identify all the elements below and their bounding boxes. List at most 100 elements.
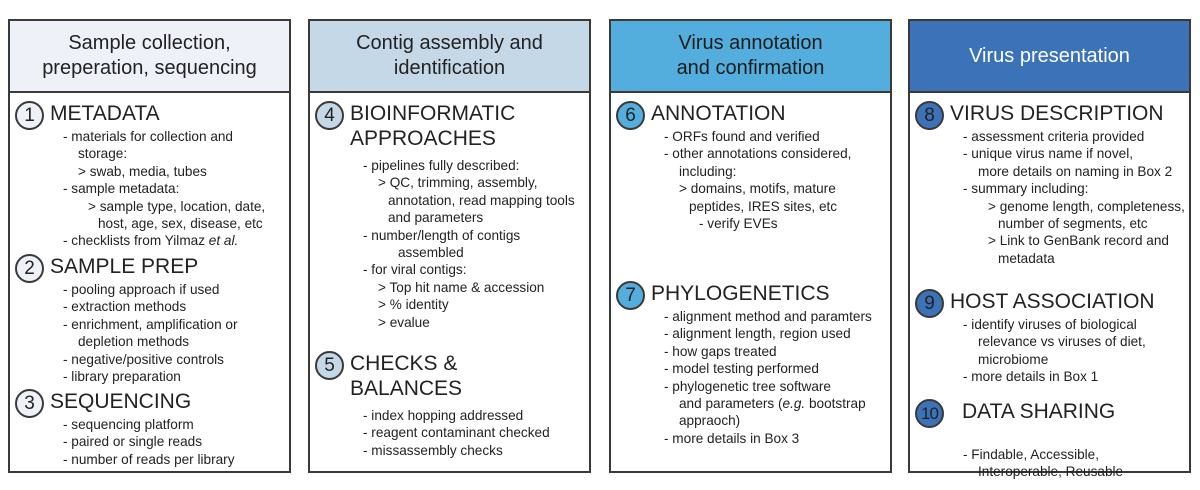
step-section: 6 ANNOTATION - ORFs found and verified - ot… xyxy=(611,101,890,231)
step-item-line: number of segments, etc xyxy=(998,216,1148,231)
step-item-line: Interoperable, Reusable xyxy=(978,464,1124,480)
step-item-line: - pooling approach if used xyxy=(63,282,220,297)
column-4: Virus presentation 8 VIRUS DESCRIPTION - as… xyxy=(908,19,1191,479)
step-item-line: - alignment length, region used xyxy=(664,326,851,342)
step-item-line: - assessment criteria provided xyxy=(963,129,1145,144)
step-title-row: 3 SEQUENCING xyxy=(10,389,289,419)
column-3: Virus annotation and confirmation 6 ANNOTA… xyxy=(609,19,892,473)
step-item-line: > swab, media, tubes xyxy=(78,163,207,179)
step-item-line: including: xyxy=(679,163,737,179)
column-header-label: Contig assembly and identification xyxy=(356,32,543,79)
step-number-badge: 7 xyxy=(616,281,645,310)
step-item-line: - summary including: xyxy=(963,181,1089,197)
step-title: METADATA xyxy=(50,102,160,125)
step-title: VIRUS DESCRIPTION xyxy=(950,102,1164,125)
step-item-line: - unique virus name if novel, xyxy=(963,146,1134,162)
step-item-line: - paired or single reads xyxy=(63,434,203,450)
step-item-line: microbiome xyxy=(978,351,1049,367)
step-title: DATA SHARING xyxy=(962,400,1116,423)
step-item-line: relevance vs viruses of diet, xyxy=(978,334,1146,350)
step-title: PHYLOGENETICS xyxy=(651,282,830,305)
step-item-line: > % identity xyxy=(378,297,449,313)
step-title: CHECKS & BALANCES xyxy=(350,352,463,400)
step-title-row: 2 SAMPLE PREP xyxy=(10,254,289,284)
step-item-line: > QC, trimming, assembly, xyxy=(378,175,538,191)
step-item-line: - more details in Box 3 xyxy=(664,430,800,446)
step-item-line: - verify EVEs xyxy=(699,216,778,231)
step-number-badge: 6 xyxy=(616,101,645,130)
column-header: Virus annotation and confirmation xyxy=(611,21,890,93)
step-title-row: 6 ANNOTATION xyxy=(611,101,890,131)
italic-text: et al. xyxy=(208,233,239,249)
step-item-line: host, age, sex, disease, etc xyxy=(98,216,263,231)
column-header-label: Virus presentation xyxy=(969,44,1130,67)
step-section: 3 SEQUENCING - sequencing platform - paired… xyxy=(10,389,289,467)
italic-text: e.g. xyxy=(782,396,806,411)
step-section: 2 SAMPLE PREP - pooling approach if used - … xyxy=(10,254,289,384)
step-item-line: > domains, motifs, mature xyxy=(679,181,836,197)
step-item-line: - other annotations considered, xyxy=(664,146,852,162)
step-number-badge: 3 xyxy=(15,389,44,418)
step-item-line: - ORFs found and verified xyxy=(664,129,820,144)
step-item-line: > evalue xyxy=(378,314,430,330)
step-item-line: > Top hit name & accession xyxy=(378,279,545,295)
step-item-line: - more details in Box 1 xyxy=(963,369,1099,385)
step-item-line: - negative/positive controls xyxy=(63,351,224,367)
column-header: Contig assembly and identification xyxy=(310,21,589,93)
step-section: 8 VIRUS DESCRIPTION - assessment criteria … xyxy=(910,101,1189,266)
step-item-line: assembled xyxy=(398,245,464,260)
step-item-line: - missassembly checks xyxy=(363,442,503,458)
step-item-line: - number of reads per library xyxy=(63,451,235,467)
step-title: HOST ASSOCIATION xyxy=(950,290,1155,313)
step-item-line: - identify viruses of biological xyxy=(963,317,1137,332)
step-item-line: > Link to GenBank record and xyxy=(988,233,1169,249)
step-item-line: - checklists from Yilmaz et al. xyxy=(63,233,239,249)
column-header: Sample collection, preperation, sequenci… xyxy=(10,21,289,93)
step-item-line: metadata xyxy=(998,250,1055,266)
step-number-badge: 8 xyxy=(915,101,944,130)
step-item-line: depletion methods xyxy=(78,334,190,350)
step-title-row: 8 VIRUS DESCRIPTION xyxy=(910,101,1189,131)
step-item-line: > sample type, location, date, xyxy=(88,198,266,214)
step-item-line: - reagent contaminant checked xyxy=(363,425,550,441)
step-title: ANNOTATION xyxy=(651,102,786,125)
step-item-line: - how gaps treated xyxy=(664,343,777,359)
column-header: Virus presentation xyxy=(910,21,1189,93)
step-item-line: storage: xyxy=(78,146,128,162)
step-number-badge: 2 xyxy=(15,254,44,283)
step-item-line: - index hopping addressed xyxy=(363,408,524,423)
step-number-badge: 4 xyxy=(315,101,344,130)
step-item-line: - Findable, Accessible, xyxy=(963,447,1100,462)
step-item-line: - sample metadata: xyxy=(63,181,180,197)
step-item-line: - phylogenetic tree software xyxy=(664,378,831,394)
column-header-label: Sample collection, preperation, sequenci… xyxy=(42,32,257,79)
step-item-line: - for viral contigs: xyxy=(363,262,467,278)
step-title: SAMPLE PREP xyxy=(50,255,199,278)
step-item-line: - sequencing platform xyxy=(63,417,194,432)
step-item-line: - materials for collection and xyxy=(63,129,233,144)
step-item-line: appraoch) xyxy=(679,413,741,429)
step-item-line: - alignment method and paramters xyxy=(664,309,872,324)
step-item-line: and parameters xyxy=(388,210,484,226)
step-title: BIOINFORMATIC APPROACHES xyxy=(350,102,516,150)
step-item-line: - number/length of contigs xyxy=(363,227,521,243)
step-title-row: 7 PHYLOGENETICS xyxy=(611,281,890,311)
step-number-badge: 5 xyxy=(315,351,344,380)
step-item-line: - enrichment, amplification or xyxy=(63,316,238,332)
step-item-line: and parameters (e.g. bootstrap xyxy=(679,396,866,411)
step-item-line: > genome length, completeness, xyxy=(988,198,1185,214)
step-item-line: peptides, IRES sites, etc xyxy=(689,198,838,214)
column-header-label: Virus annotation and confirmation xyxy=(676,32,825,79)
step-title: SEQUENCING xyxy=(50,390,192,413)
